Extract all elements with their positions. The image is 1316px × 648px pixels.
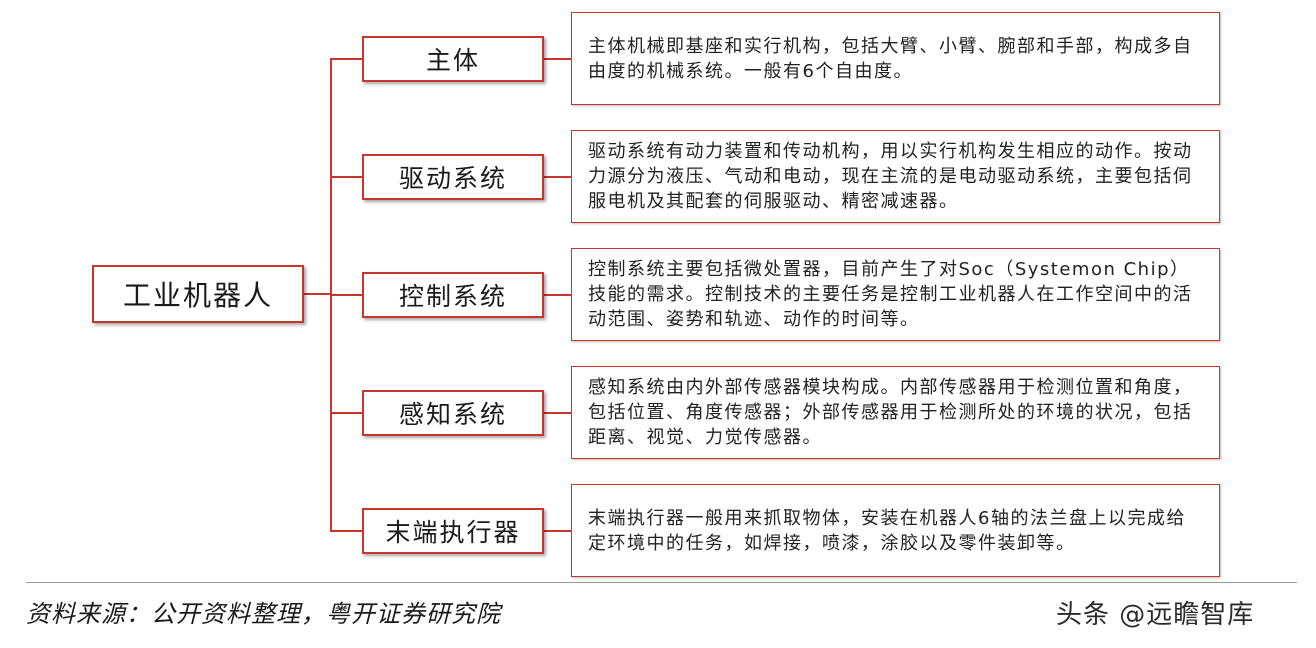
description-text: 末端执行器一般用来抓取物体，安装在机器人6轴的法兰盘上以完成给定环境中的任务，如… xyxy=(588,507,1186,554)
node-end-effector: 末端执行器 xyxy=(362,508,544,554)
description-text: 控制系统主要包括微处置器，目前产生了对Soc（Systemon Chip）技能的… xyxy=(588,259,1193,330)
desc-connector-4 xyxy=(544,412,571,414)
branch-line-1 xyxy=(330,58,362,60)
branch-line-3 xyxy=(330,294,362,296)
branch-line-5 xyxy=(330,530,362,532)
description-text: 驱动系统有动力装置和传动机构，用以实行机构发生相应的动作。按动力源分为液压、气动… xyxy=(588,141,1193,212)
node-label: 感知系统 xyxy=(398,400,507,429)
branch-line-2 xyxy=(330,176,362,178)
node-main-body: 主体 xyxy=(362,36,544,82)
description-drive-system: 驱动系统有动力装置和传动机构，用以实行机构发生相应的动作。按动力源分为液压、气动… xyxy=(571,130,1220,223)
node-sensing-system: 感知系统 xyxy=(362,390,544,436)
description-sensing-system: 感知系统由内外部传感器模块构成。内部传感器用于检测位置和角度，包括位置、角度传感… xyxy=(571,366,1220,459)
root-connector xyxy=(304,293,331,295)
node-label: 主体 xyxy=(425,46,480,75)
description-main-body: 主体机械即基座和实行机构，包括大臂、小臂、腕部和手部，构成多自由度的机械系统。一… xyxy=(571,12,1220,105)
desc-connector-3 xyxy=(544,294,571,296)
node-label: 控制系统 xyxy=(398,282,507,311)
desc-connector-5 xyxy=(544,530,571,532)
branch-line-4 xyxy=(330,412,362,414)
footer-divider xyxy=(26,582,1297,583)
watermark: 头条 @远瞻智库 xyxy=(1056,600,1255,630)
desc-connector-2 xyxy=(544,176,571,178)
source-note: 资料来源：公开资料整理，粤开证券研究院 xyxy=(26,600,501,628)
description-text: 主体机械即基座和实行机构，包括大臂、小臂、腕部和手部，构成多自由度的机械系统。一… xyxy=(588,35,1193,82)
description-text: 感知系统由内外部传感器模块构成。内部传感器用于检测位置和角度，包括位置、角度传感… xyxy=(588,377,1193,448)
node-drive-system: 驱动系统 xyxy=(362,154,544,200)
root-node: 工业机器人 xyxy=(92,265,304,323)
node-label: 末端执行器 xyxy=(385,518,521,547)
description-end-effector: 末端执行器一般用来抓取物体，安装在机器人6轴的法兰盘上以完成给定环境中的任务，如… xyxy=(571,484,1220,577)
description-control-system: 控制系统主要包括微处置器，目前产生了对Soc（Systemon Chip）技能的… xyxy=(571,248,1220,341)
node-control-system: 控制系统 xyxy=(362,272,544,318)
node-label: 驱动系统 xyxy=(398,164,507,193)
root-label: 工业机器人 xyxy=(122,279,273,312)
desc-connector-1 xyxy=(544,58,571,60)
